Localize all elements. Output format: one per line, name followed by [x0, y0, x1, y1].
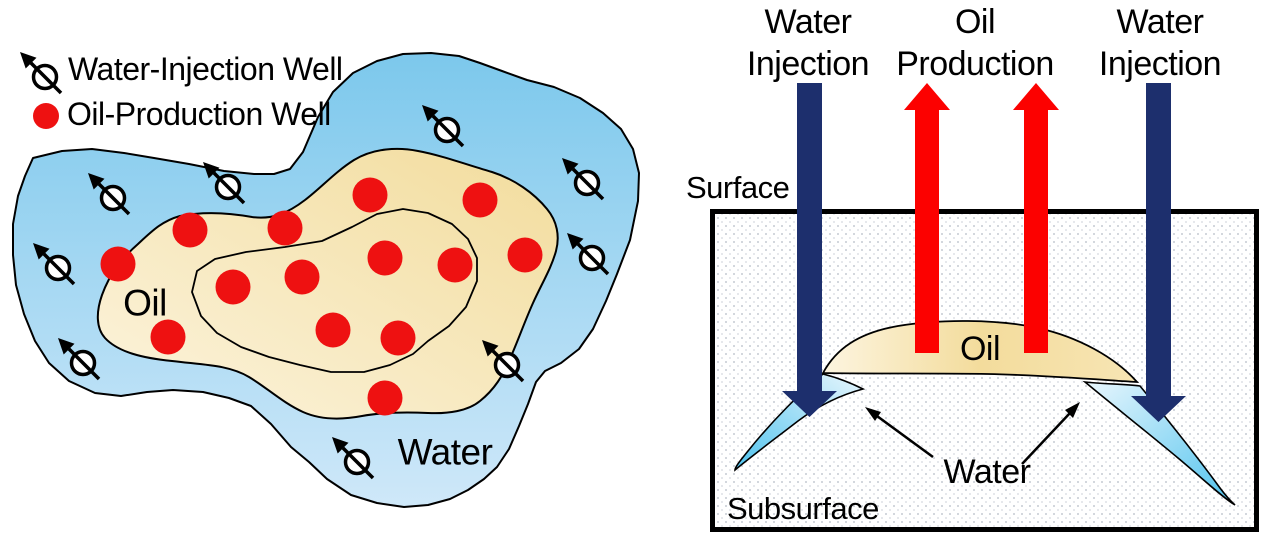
oil-inner-contour [191, 208, 478, 373]
oil-production-arrow-left [904, 83, 950, 353]
oil-production-well-dot [437, 247, 473, 283]
legend-production-label: Oil-Production Well [67, 96, 331, 132]
legend-production-well-icon [33, 103, 59, 129]
oil-lens-shape [821, 320, 1140, 384]
water-pointer-arrow-right [1021, 402, 1080, 465]
oil-production-label: Oil Production [896, 3, 1054, 83]
oil-production-well-dot [367, 380, 403, 416]
legend-injection-well-icon [18, 50, 63, 95]
map-oil-label: Oil [123, 282, 167, 324]
oil-production-well-dot [150, 319, 186, 355]
oil-production-well-dot [352, 177, 388, 213]
water-injection-arrow-right [1131, 83, 1186, 422]
oil-production-arrow-right [1013, 83, 1059, 353]
map-view-panel [12, 50, 640, 508]
subsurface-label: Subsurface [727, 491, 879, 526]
oil-production-well-dot [267, 210, 303, 246]
map-water-label: Water [397, 431, 493, 473]
legend-injection-label: Water-Injection Well [68, 51, 343, 87]
oil-production-well-dot [315, 312, 351, 348]
oil-region-shape [96, 147, 559, 420]
water-wedge-left [734, 373, 866, 472]
water-pointer-arrow-left [865, 407, 934, 459]
oil-production-well-dot [507, 237, 543, 273]
cross-section-oil-label: Oil [959, 330, 1001, 368]
production-wells-layer [100, 177, 543, 416]
surface-label: Surface [686, 170, 790, 205]
water-wedge-right [1082, 380, 1236, 506]
oil-production-well-dot [462, 182, 498, 218]
water-injection-label-left: Water Injection [746, 3, 870, 83]
water-injection-label-right: Water Injection [1098, 3, 1222, 83]
water-injection-arrow-left [782, 83, 837, 417]
oil-production-well-dot [215, 269, 251, 305]
cross-section-panel [710, 83, 1259, 532]
cross-section-water-label: Water [943, 453, 1031, 491]
oil-production-well-dot [100, 246, 136, 282]
oil-production-well-dot [172, 212, 208, 248]
oil-production-well-dot [367, 240, 403, 276]
oil-production-well-dot [284, 259, 320, 295]
oil-production-well-dot [380, 320, 416, 356]
